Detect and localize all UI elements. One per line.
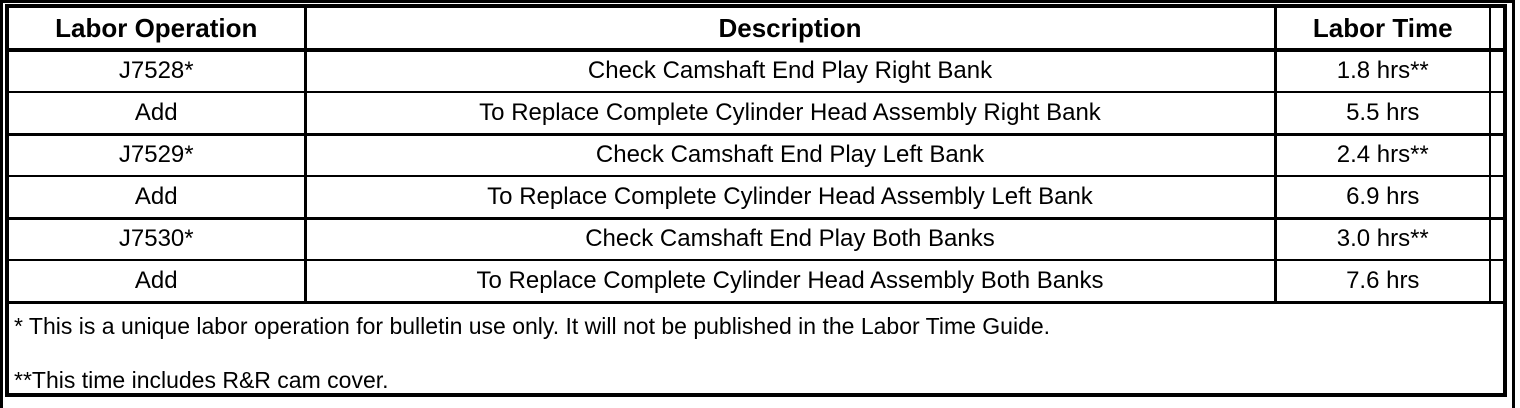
empty-cell bbox=[1490, 260, 1503, 302]
empty-cell bbox=[1490, 176, 1503, 218]
labor-operation-cell: Add bbox=[9, 260, 307, 302]
description-cell: To Replace Complete Cylinder Head Assemb… bbox=[305, 92, 1277, 134]
footnote-cam-cover: **This time includes R&R cam cover. bbox=[14, 367, 389, 394]
empty-cell bbox=[1490, 92, 1503, 134]
table-row: J7529* Check Camshaft End Play Left Bank… bbox=[9, 134, 1503, 176]
empty-cell bbox=[1490, 218, 1503, 260]
table-row: Add To Replace Complete Cylinder Head As… bbox=[9, 92, 1503, 134]
footnotes-cell: * This is a unique labor operation for b… bbox=[9, 302, 1503, 395]
table-row: J7530* Check Camshaft End Play Both Bank… bbox=[9, 218, 1503, 260]
labor-operation-cell: J7528* bbox=[9, 50, 307, 92]
table-header-row: Labor Operation Description Labor Time bbox=[9, 8, 1503, 50]
description-cell: To Replace Complete Cylinder Head Assemb… bbox=[305, 176, 1277, 218]
empty-cell bbox=[1490, 50, 1503, 92]
labor-time-cell: 6.9 hrs bbox=[1275, 176, 1491, 218]
labor-operation-cell: J7530* bbox=[9, 218, 307, 260]
description-cell: Check Camshaft End Play Left Bank bbox=[305, 134, 1277, 176]
labor-time-cell: 5.5 hrs bbox=[1275, 92, 1491, 134]
table-row: J7528* Check Camshaft End Play Right Ban… bbox=[9, 50, 1503, 92]
description-cell: To Replace Complete Cylinder Head Assemb… bbox=[305, 260, 1277, 302]
labor-operation-cell: J7529* bbox=[9, 134, 307, 176]
labor-time-cell: 1.8 hrs** bbox=[1275, 50, 1491, 92]
labor-time-cell: 2.4 hrs** bbox=[1275, 134, 1491, 176]
labor-time-cell: 7.6 hrs bbox=[1275, 260, 1491, 302]
table-row: Add To Replace Complete Cylinder Head As… bbox=[9, 260, 1503, 302]
labor-time-cell: 3.0 hrs** bbox=[1275, 218, 1491, 260]
labor-time-table-box: Labor Operation Description Labor Time J… bbox=[5, 4, 1507, 397]
header-description: Description bbox=[305, 8, 1277, 50]
empty-cell bbox=[1490, 134, 1503, 176]
description-cell: Check Camshaft End Play Right Bank bbox=[305, 50, 1277, 92]
labor-operation-cell: Add bbox=[9, 92, 307, 134]
table-row: Add To Replace Complete Cylinder Head As… bbox=[9, 176, 1503, 218]
header-empty-column bbox=[1490, 8, 1503, 50]
labor-time-table: Labor Operation Description Labor Time J… bbox=[9, 8, 1503, 395]
labor-operation-cell: Add bbox=[9, 176, 307, 218]
description-cell: Check Camshaft End Play Both Banks bbox=[305, 218, 1277, 260]
header-labor-time: Labor Time bbox=[1275, 8, 1491, 50]
footnotes-row: * This is a unique labor operation for b… bbox=[9, 302, 1503, 395]
footnote-bulletin-use: * This is a unique labor operation for b… bbox=[14, 312, 1051, 339]
header-labor-operation: Labor Operation bbox=[9, 8, 307, 50]
